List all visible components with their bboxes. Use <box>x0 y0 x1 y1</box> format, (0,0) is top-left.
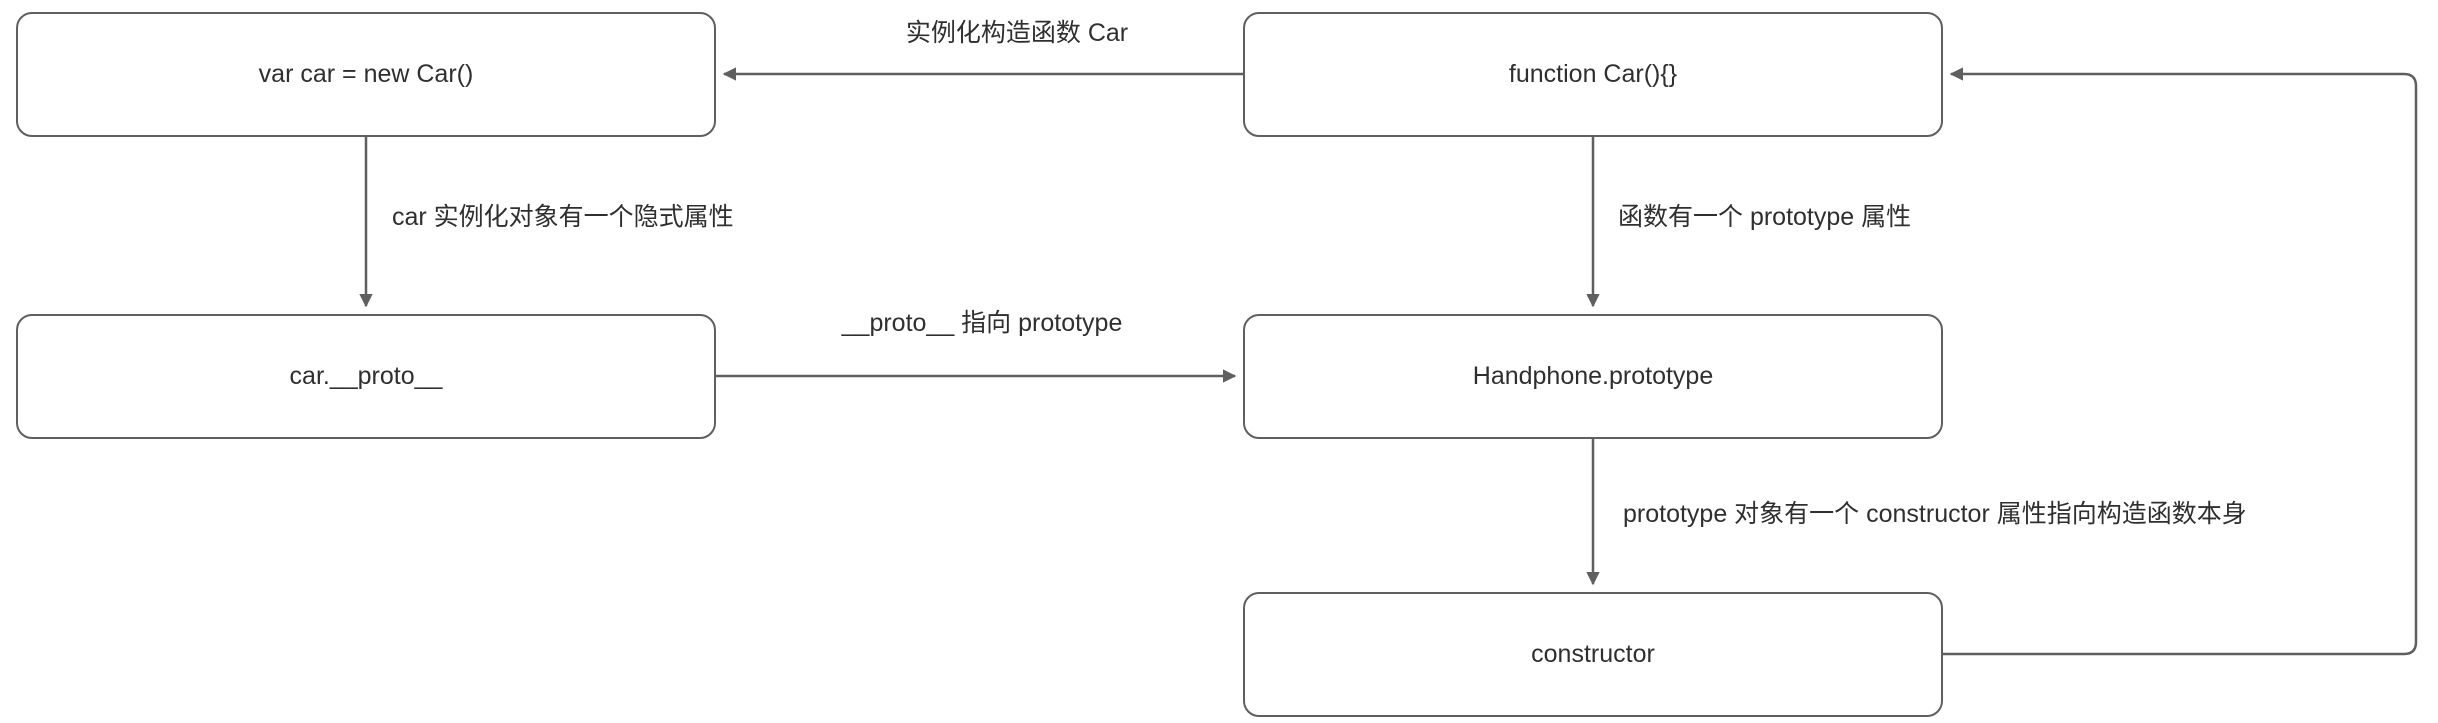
node-label: car.__proto__ <box>289 362 443 390</box>
node-function-car: function Car(){} <box>1243 12 1943 137</box>
edge-label-constructor-property: prototype 对象有一个 constructor 属性指向构造函数本身 <box>1623 500 2247 528</box>
node-constructor: constructor <box>1243 592 1943 717</box>
edge-label-implicit-property: car 实例化对象有一个隐式属性 <box>392 203 734 231</box>
edge-label-proto-points-to-prototype: __proto__ 指向 prototype <box>841 309 1123 337</box>
node-handphone-prototype: Handphone.prototype <box>1243 314 1943 439</box>
node-label: constructor <box>1531 640 1655 668</box>
node-label: Handphone.prototype <box>1472 362 1714 390</box>
node-label: var car = new Car() <box>258 60 474 88</box>
node-var-car-new-car: var car = new Car() <box>16 12 716 137</box>
node-label: function Car(){} <box>1508 60 1678 88</box>
edge-label-instantiate: 实例化构造函数 Car <box>905 19 1129 47</box>
node-car-proto: car.__proto__ <box>16 314 716 439</box>
edge-label-prototype-property: 函数有一个 prototype 属性 <box>1618 203 1912 231</box>
arrow-constructor-to-function <box>1943 67 2418 656</box>
